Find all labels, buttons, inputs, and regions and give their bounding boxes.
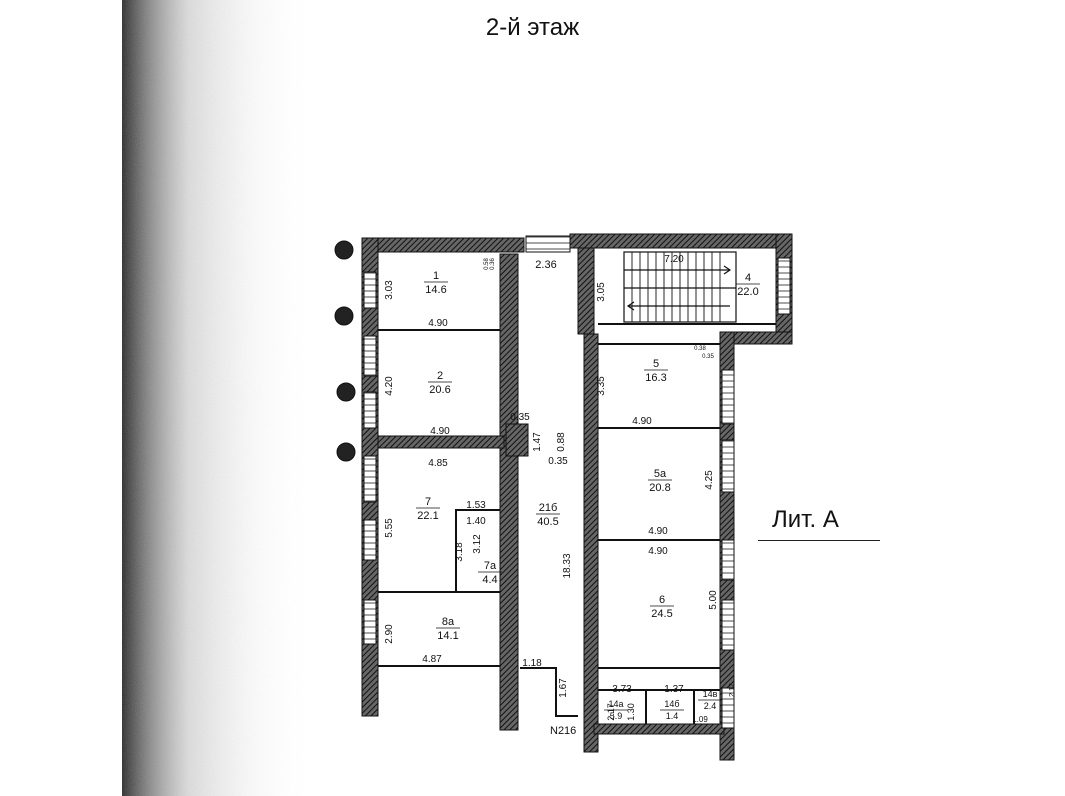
dimension-label: 0.36 <box>490 258 496 270</box>
room-area: 4.4 <box>482 574 497 586</box>
room-area: 20.8 <box>649 482 670 494</box>
axis-marker-4 <box>336 442 356 462</box>
room-number: 5 <box>653 358 659 370</box>
room-labels: 114.6220.6422.0516.35а20.8624.5722.17а4.… <box>416 270 760 721</box>
dimension-label: 4.90 <box>430 426 450 437</box>
room-area: 2.4 <box>704 701 717 711</box>
dimension-label: 4.20 <box>384 376 395 396</box>
room-area: 16.3 <box>645 372 666 384</box>
dimension-label: 0.88 <box>556 432 567 452</box>
room-number: 7а <box>484 560 497 572</box>
room-7: 722.1 <box>416 496 440 522</box>
room-8a: 8а 14.1 <box>436 616 460 642</box>
room-21b: 21б 40.5 <box>536 502 560 528</box>
dimension-label: 1.37 <box>664 684 684 695</box>
room-area: 20.6 <box>429 384 450 396</box>
room-number: 14в <box>703 689 718 699</box>
room-2: 220.6 <box>428 370 452 396</box>
dimension-label: 18.33 <box>562 553 573 578</box>
dimension-label: 1.67 <box>558 678 569 698</box>
dimension-label: 0.35 <box>548 456 568 467</box>
room-number: 5а <box>654 468 667 480</box>
axis-markers <box>334 240 356 462</box>
scan-noise-band <box>122 0 312 796</box>
dimension-label: 4.90 <box>428 318 448 329</box>
room-area: 1.4 <box>666 711 679 721</box>
dimension-label: 4.90 <box>632 416 652 427</box>
dimension-label: 2.17 <box>729 683 736 697</box>
dimension-label: 1.40 <box>466 516 486 527</box>
building-label: Лит. А <box>772 506 839 533</box>
dimension-label: 0.38 <box>694 346 706 352</box>
axis-marker-1 <box>334 240 354 260</box>
room-area: 22.1 <box>417 510 438 522</box>
dimension-label: 2.90 <box>384 624 395 644</box>
room-number: 21б <box>539 502 558 514</box>
dimension-label: 3.35 <box>596 376 607 396</box>
dimension-label: 2.17 <box>606 703 616 721</box>
floor-title: 2-й этаж <box>485 14 580 41</box>
dimension-label: 4.85 <box>428 458 448 469</box>
dimension-label: 3.03 <box>384 280 395 300</box>
staircase <box>623 251 737 323</box>
dimension-label: 7.20 <box>664 254 684 265</box>
dimension-label: 3.05 <box>596 282 607 302</box>
windows <box>363 235 791 729</box>
dimension-label: 5.00 <box>708 590 719 610</box>
dimension-label: 4.25 <box>704 470 715 490</box>
room-5a: 5а 20.8 <box>648 468 672 494</box>
dimension-label: 3.73 <box>612 684 632 695</box>
room-5: 516.3 <box>644 358 668 384</box>
dimension-label: 0.35 <box>510 412 530 423</box>
dimension-label: 0.35 <box>702 354 714 360</box>
dimension-label: 1.53 <box>466 500 486 511</box>
room-number: 7 <box>425 496 431 508</box>
room-6: 624.5 <box>650 594 674 620</box>
room-number: 8а <box>442 616 455 628</box>
dimension-label: 5.55 <box>384 518 395 538</box>
axis-marker-3 <box>336 382 356 402</box>
room-7a: 7а4.4 <box>478 560 502 586</box>
room-number: 1 <box>433 270 439 282</box>
building-label-underline <box>758 540 880 541</box>
room-area: 40.5 <box>537 516 558 528</box>
room-number: 4 <box>745 272 751 284</box>
room-area: 14.1 <box>437 630 458 642</box>
dimension-label: 1.47 <box>532 432 543 452</box>
dimension-label: 3.18 <box>454 542 465 562</box>
room-number: 14б <box>664 699 679 709</box>
room-area: 22.0 <box>737 286 758 298</box>
dimension-label: 4.90 <box>648 526 668 537</box>
dimension-label: 4.87 <box>422 654 442 665</box>
axis-marker-2 <box>334 306 354 326</box>
dimension-label: 1.09 <box>692 715 708 724</box>
room-1: 114.6 <box>424 270 448 296</box>
partitions <box>378 323 776 724</box>
stair-label: N216 <box>550 725 576 737</box>
room-area: 14.6 <box>425 284 446 296</box>
room-number: 14а <box>608 699 623 709</box>
dimension-label: 1.30 <box>626 703 636 721</box>
room-area: 24.5 <box>651 608 672 620</box>
room-number: 6 <box>659 594 665 606</box>
dimension-label: 1.18 <box>522 658 542 669</box>
room-4: 422.0 <box>736 272 760 298</box>
room-number: 2 <box>437 370 443 382</box>
dimension-label: 3.12 <box>472 534 483 554</box>
dimension-label: 4.90 <box>648 546 668 557</box>
dimension-label: 2.36 <box>535 259 556 271</box>
room-area: 5.9 <box>610 711 623 721</box>
dimension-label: 0.58 <box>484 258 490 270</box>
